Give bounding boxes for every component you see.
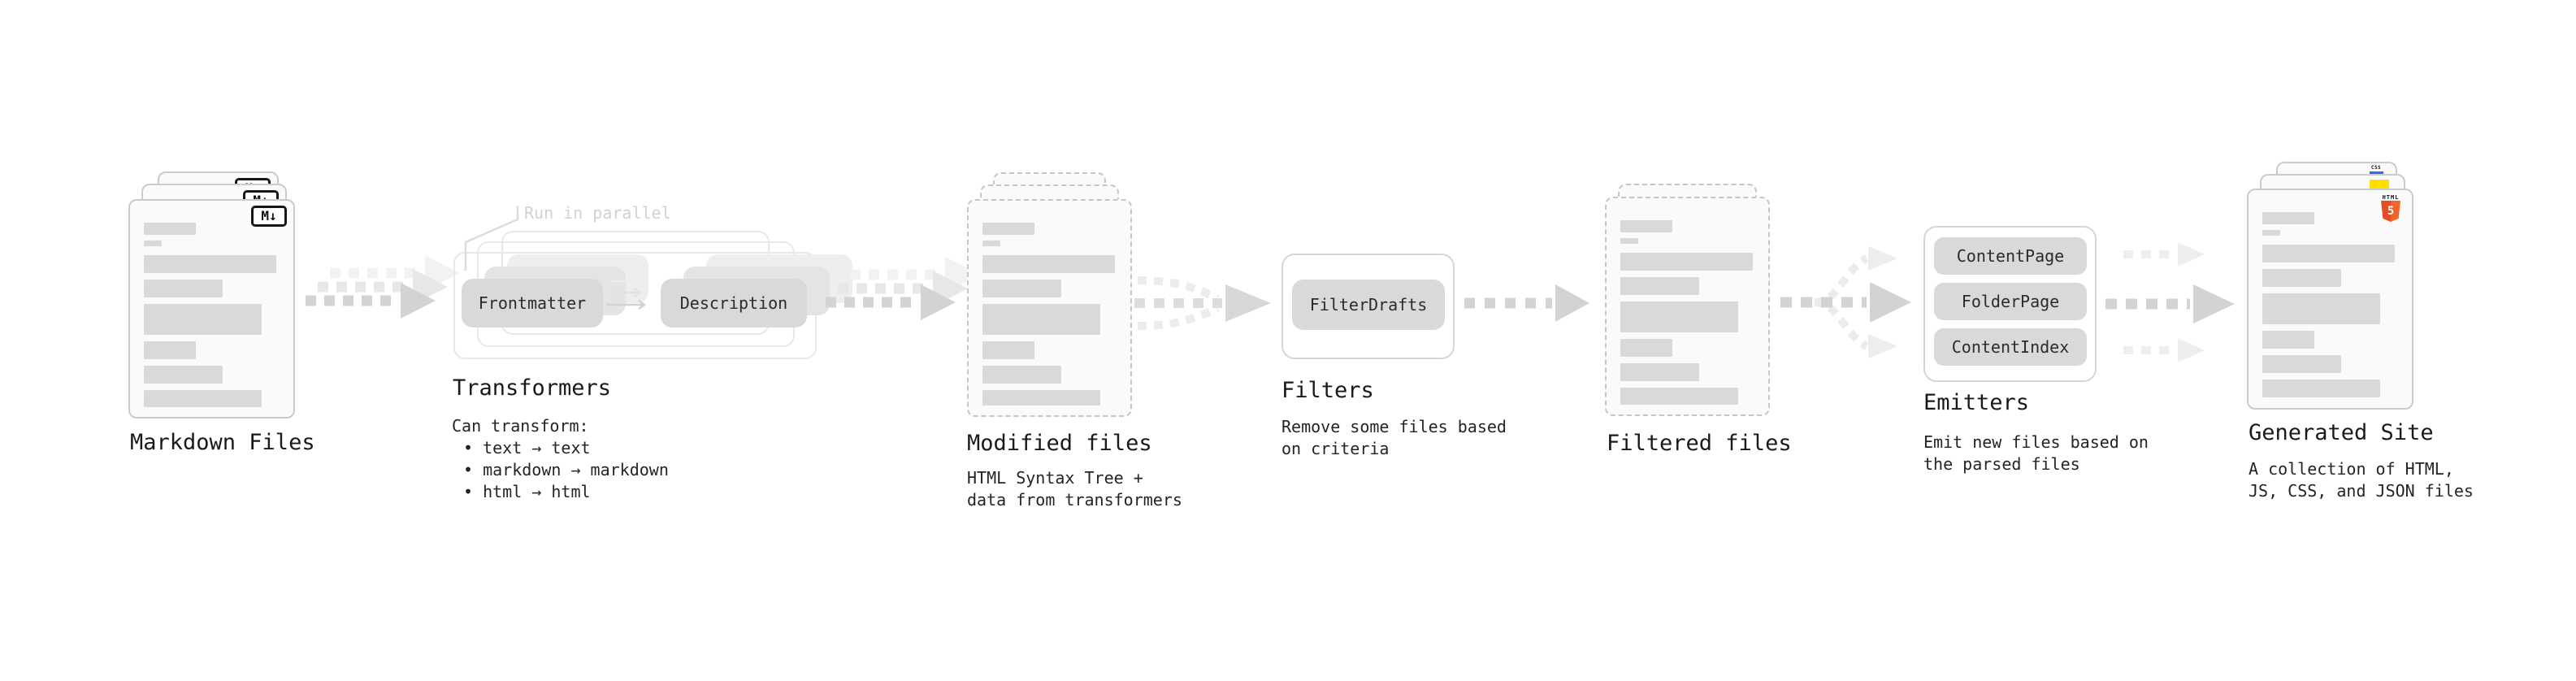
transformer-chip-description: Description bbox=[661, 279, 807, 327]
text-line-placeholder bbox=[2262, 293, 2380, 324]
transformers-bullet: • markdown → markdown bbox=[463, 460, 669, 479]
text-line-placeholder bbox=[982, 280, 1061, 297]
filtered-file-front bbox=[1605, 197, 1770, 416]
document-text-placeholder bbox=[2262, 212, 2398, 398]
js-icon bbox=[2370, 180, 2389, 190]
markdown-file-front: M↓ bbox=[128, 199, 295, 419]
modified-file-front bbox=[967, 199, 1132, 417]
text-line-placeholder bbox=[1620, 339, 1672, 357]
section-title-generated-site: Generated Site bbox=[2249, 420, 2434, 445]
transformers-desc-heading: Can transform: bbox=[452, 416, 589, 436]
modified-files-desc: data from transformers bbox=[967, 490, 1182, 510]
filters-desc: on criteria bbox=[1281, 439, 1390, 458]
filters-desc: Remove some files based bbox=[1281, 417, 1507, 436]
arrow-split-filtered-to-emitters bbox=[1780, 246, 1911, 358]
text-line-placeholder bbox=[2262, 212, 2314, 224]
text-line-placeholder bbox=[982, 223, 1034, 235]
section-title-transformers: Transformers bbox=[453, 375, 612, 401]
section-title-emitters: Emitters bbox=[1923, 390, 2030, 415]
text-line-placeholder bbox=[982, 304, 1100, 335]
modified-files-desc: HTML Syntax Tree + bbox=[967, 468, 1143, 488]
emitter-chip-folderpage: FolderPage bbox=[1934, 283, 2087, 320]
text-line-placeholder bbox=[2262, 230, 2280, 236]
emitter-chip-contentpage: ContentPage bbox=[1934, 237, 2087, 275]
text-line-placeholder bbox=[2262, 380, 2380, 397]
text-line-placeholder bbox=[144, 366, 223, 384]
arrow-merge-modified-to-filters bbox=[1134, 276, 1271, 330]
document-text-placeholder bbox=[1620, 220, 1754, 405]
document-text-placeholder bbox=[982, 223, 1117, 406]
text-line-placeholder bbox=[982, 241, 1000, 246]
text-line-placeholder bbox=[2262, 245, 2395, 262]
text-line-placeholder bbox=[2262, 269, 2341, 287]
emitters-desc: Emit new files based on bbox=[1923, 432, 2149, 452]
transformers-bullet: • text → text bbox=[463, 438, 591, 458]
section-title-filters: Filters bbox=[1281, 378, 1374, 403]
text-line-placeholder bbox=[144, 255, 276, 273]
html5-icon: HTML 5 bbox=[2379, 194, 2402, 222]
text-line-placeholder bbox=[144, 241, 162, 246]
transformer-chip-frontmatter: Frontmatter bbox=[462, 279, 603, 327]
text-line-placeholder bbox=[144, 390, 262, 407]
text-line-placeholder bbox=[1620, 220, 1672, 232]
generated-site-desc: A collection of HTML, bbox=[2249, 459, 2454, 479]
transformers-bullet: • html → html bbox=[463, 482, 591, 501]
css-icon: CSS bbox=[2368, 165, 2384, 174]
document-text-placeholder bbox=[144, 223, 280, 407]
text-line-placeholder bbox=[1620, 301, 1738, 332]
arrow-transformers-to-modified bbox=[826, 257, 980, 320]
filter-chip-filterdrafts: FilterDrafts bbox=[1292, 280, 1445, 330]
markdown-icon: M↓ bbox=[251, 206, 287, 227]
arrow-filters-to-filtered bbox=[1464, 284, 1589, 322]
section-title-filtered-files: Filtered files bbox=[1607, 431, 1792, 456]
text-line-placeholder bbox=[1620, 388, 1738, 405]
text-line-placeholder bbox=[1620, 277, 1699, 295]
text-line-placeholder bbox=[2262, 331, 2314, 349]
transform-flow-arrows bbox=[606, 275, 647, 310]
generated-site-desc: JS, CSS, and JSON files bbox=[2249, 481, 2474, 501]
text-line-placeholder bbox=[144, 341, 196, 359]
text-line-placeholder bbox=[1620, 238, 1638, 244]
text-line-placeholder bbox=[982, 366, 1061, 384]
section-title-modified-files: Modified files bbox=[967, 431, 1152, 456]
run-in-parallel-connector bbox=[464, 206, 519, 271]
run-in-parallel-note: Run in parallel bbox=[524, 203, 671, 223]
text-line-placeholder bbox=[144, 280, 223, 297]
text-line-placeholder bbox=[982, 255, 1115, 273]
text-line-placeholder bbox=[144, 304, 262, 335]
text-line-placeholder bbox=[1620, 253, 1753, 271]
text-line-placeholder bbox=[144, 223, 196, 235]
arrow-emitters-to-generated bbox=[2105, 242, 2235, 362]
text-line-placeholder bbox=[2262, 355, 2341, 373]
text-line-placeholder bbox=[982, 390, 1100, 406]
emitter-chip-contentindex: ContentIndex bbox=[1934, 328, 2087, 366]
text-line-placeholder bbox=[982, 341, 1034, 359]
generated-file-html: HTML 5 bbox=[2247, 189, 2413, 410]
arrow-markdown-to-transformers bbox=[306, 255, 460, 319]
text-line-placeholder bbox=[1620, 363, 1699, 381]
emitters-desc: the parsed files bbox=[1923, 454, 2080, 474]
section-title-markdown-files: Markdown Files bbox=[130, 430, 315, 455]
